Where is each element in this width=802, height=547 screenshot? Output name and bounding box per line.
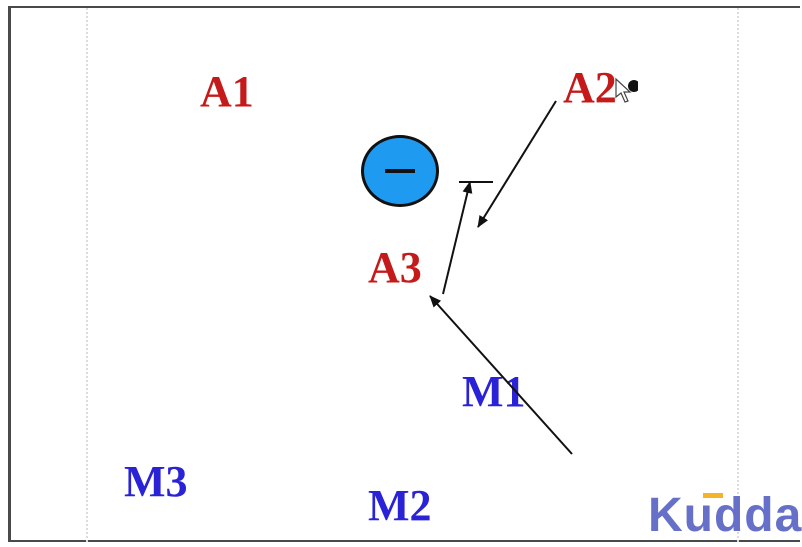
- player-a3: A3: [368, 243, 422, 292]
- brand-accent-bar: [703, 493, 723, 498]
- mouse-pointer-icon: [615, 77, 638, 103]
- brand-logo: Kudda: [648, 489, 802, 542]
- player-m2: M2: [368, 481, 432, 530]
- right-boundary-line: [737, 8, 739, 542]
- run-arrow-m1: [429, 295, 573, 455]
- minus-token-icon[interactable]: [361, 135, 439, 207]
- pass-arrow-a2: [477, 100, 557, 228]
- player-a2: A2: [563, 63, 617, 112]
- run-arrow-a3: [442, 181, 473, 295]
- ball-icon: [628, 80, 638, 92]
- player-m3: M3: [124, 457, 188, 506]
- left-boundary-line: [86, 8, 88, 542]
- player-a1: A1: [200, 67, 254, 116]
- drill-board: [8, 6, 800, 542]
